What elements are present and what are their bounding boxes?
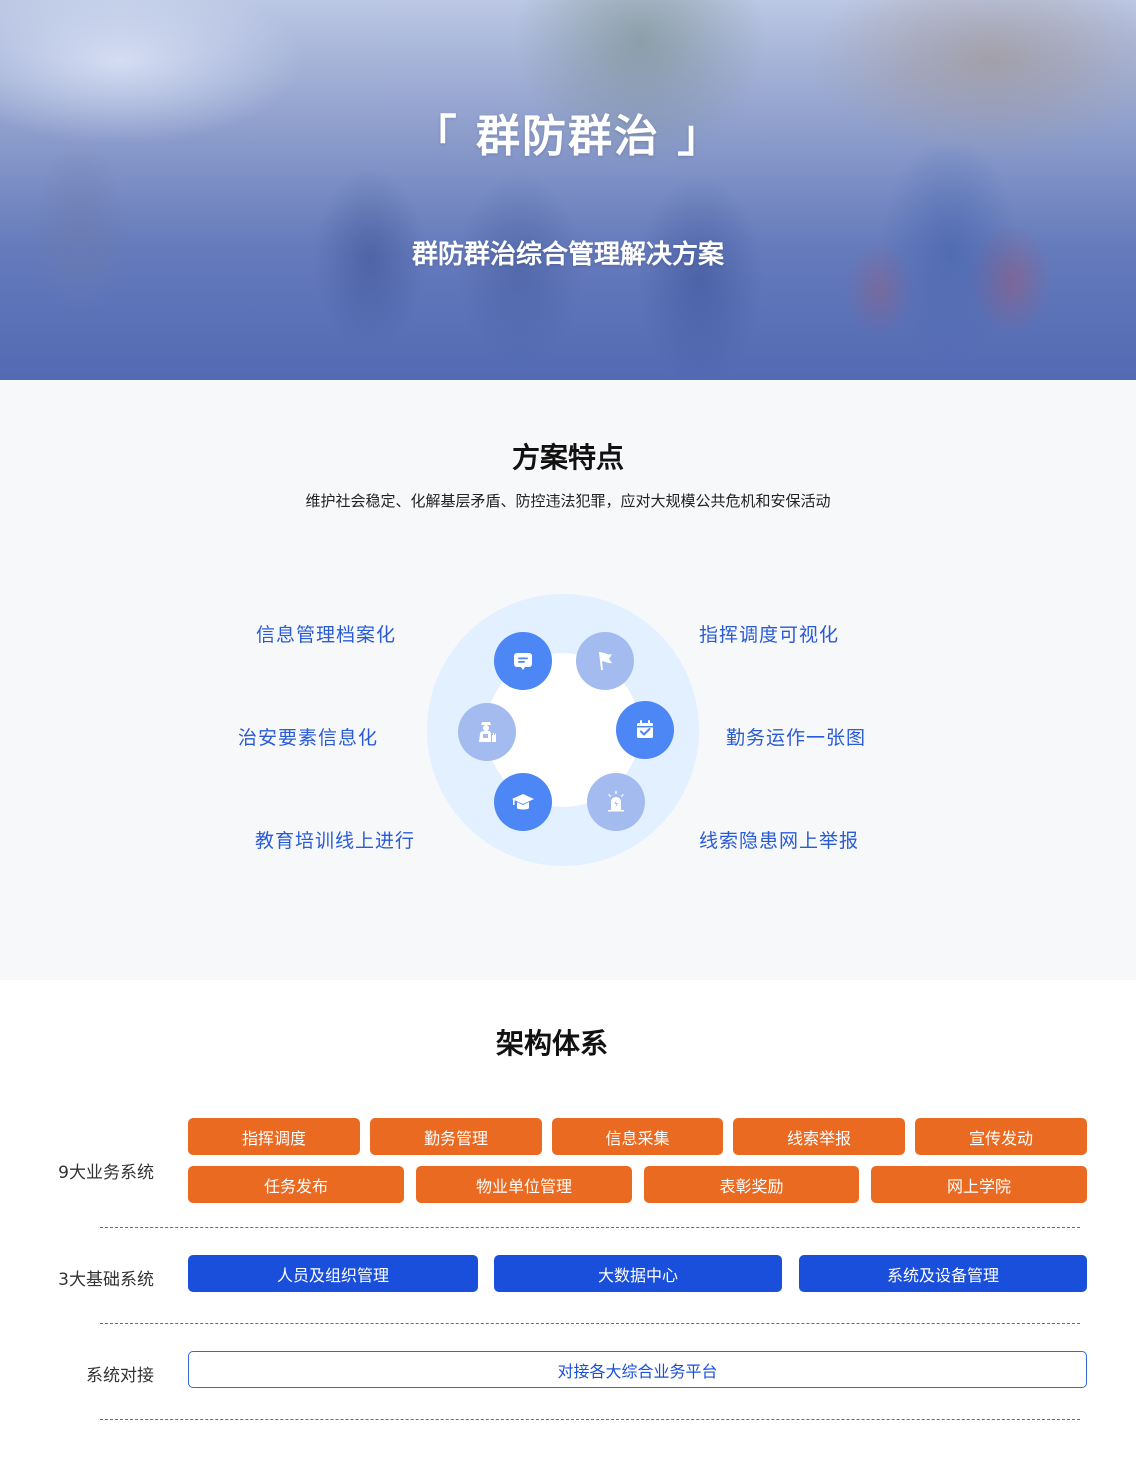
- business-system-command-dispatch[interactable]: 指挥调度: [188, 1118, 360, 1155]
- feature-label-archive: 信息管理档案化: [256, 624, 397, 646]
- feature-node-archive: [494, 632, 552, 690]
- police-officer-icon: [479, 722, 496, 742]
- feature-label-training: 教育培训线上进行: [255, 830, 416, 852]
- feature-node-dispatch: [576, 632, 634, 690]
- row-label-system-integration: 系统对接: [86, 1366, 154, 1386]
- features-title: 方案特点: [511, 441, 624, 474]
- alarm-siren-icon: [608, 791, 624, 812]
- feature-label-duty-map: 勤务运作一张图: [726, 727, 867, 749]
- hero-title: 「 群防群治 」: [412, 111, 724, 162]
- business-system-online-academy[interactable]: 网上学院: [871, 1166, 1087, 1203]
- business-system-clue-report[interactable]: 线索举报: [733, 1118, 905, 1155]
- divider-dashed: [100, 1323, 1080, 1324]
- foundation-system-device-management[interactable]: 系统及设备管理: [799, 1255, 1087, 1292]
- business-system-property-unit[interactable]: 物业单位管理: [416, 1166, 632, 1203]
- feature-node-security-elements: [458, 703, 516, 761]
- calendar-check-icon: [637, 720, 653, 738]
- integration-platform[interactable]: 对接各大综合业务平台: [188, 1351, 1087, 1388]
- flag-icon: [599, 652, 612, 670]
- business-system-commendation[interactable]: 表彰奖励: [644, 1166, 859, 1203]
- business-system-task-publish[interactable]: 任务发布: [188, 1166, 404, 1203]
- feature-label-dispatch: 指挥调度可视化: [699, 624, 840, 646]
- business-system-duty-management[interactable]: 勤务管理: [370, 1118, 542, 1155]
- feature-node-training: [494, 773, 552, 831]
- row-label-business-systems: 9大业务系统: [58, 1163, 154, 1183]
- architecture-section: 架构体系 9大业务系统 指挥调度 勤务管理 信息采集 线索举报 宣传发动 任务发…: [0, 980, 1136, 1480]
- architecture-title: 架构体系: [495, 1027, 608, 1060]
- foundation-system-big-data[interactable]: 大数据中心: [494, 1255, 782, 1292]
- foundation-system-personnel-org[interactable]: 人员及组织管理: [188, 1255, 478, 1292]
- hero-subtitle: 群防群治综合管理解决方案: [411, 240, 724, 270]
- divider-dashed: [100, 1227, 1080, 1228]
- row-label-foundation-systems: 3大基础系统: [58, 1270, 154, 1290]
- divider-dashed: [100, 1419, 1080, 1420]
- feature-label-security-elements: 治安要素信息化: [238, 727, 379, 749]
- message-icon: [514, 653, 532, 670]
- graduation-cap-icon: [512, 794, 534, 810]
- hero-banner: 「 群防群治 」 群防群治综合管理解决方案: [0, 0, 1136, 380]
- feature-label-report: 线索隐患网上举报: [699, 830, 860, 852]
- business-system-info-collection[interactable]: 信息采集: [552, 1118, 723, 1155]
- business-system-publicity[interactable]: 宣传发动: [915, 1118, 1087, 1155]
- features-section: 方案特点 维护社会稳定、化解基层矛盾、防控违法犯罪，应对大规模公共危机和安保活动: [0, 380, 1136, 980]
- features-description: 维护社会稳定、化解基层矛盾、防控违法犯罪，应对大规模公共危机和安保活动: [305, 492, 831, 510]
- feature-node-report: [587, 773, 645, 831]
- feature-node-duty-map: [616, 701, 674, 759]
